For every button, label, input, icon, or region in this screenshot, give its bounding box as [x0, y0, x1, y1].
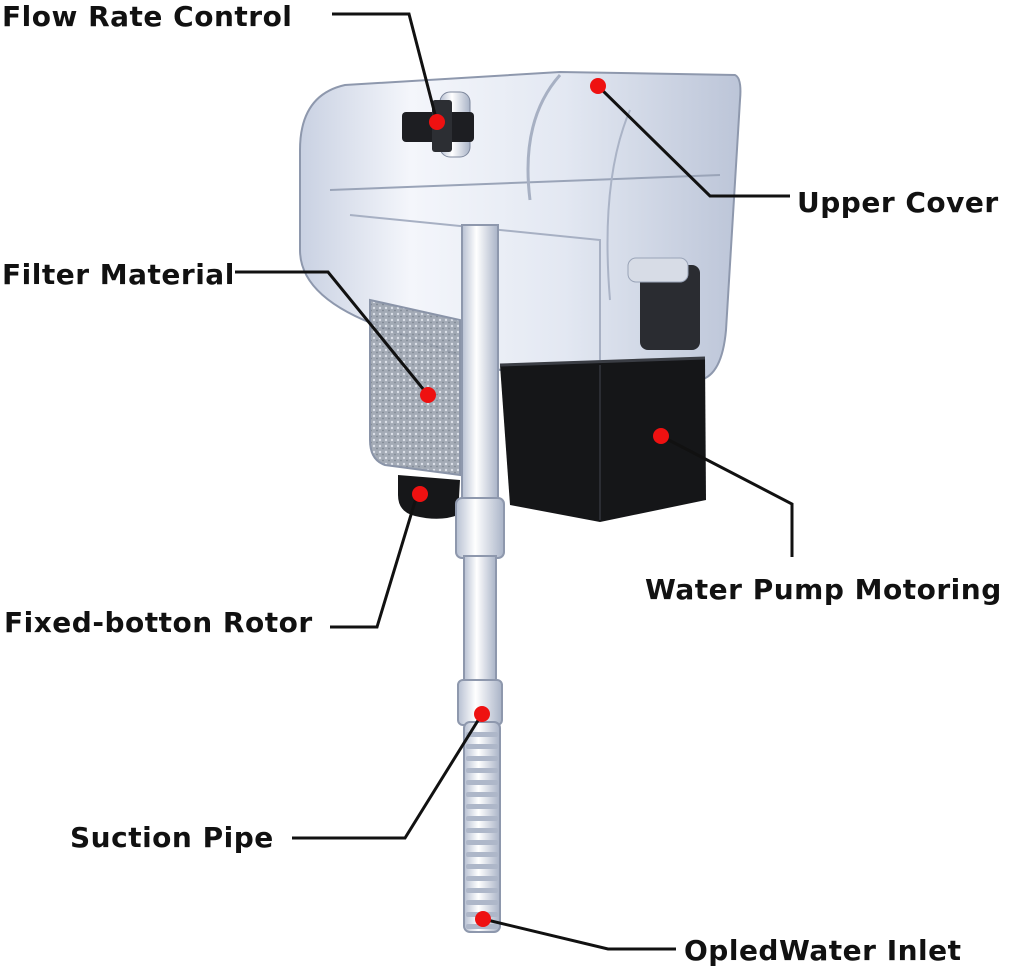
strainer-rib: [466, 828, 498, 833]
strainer-rib: [466, 732, 498, 737]
strainer-rib: [466, 876, 498, 881]
filter-body: [299, 70, 742, 382]
pump-housing: [499, 356, 706, 522]
strainer-rib: [466, 768, 498, 773]
strainer-rib: [466, 744, 498, 749]
marker-flow-rate-control: [429, 114, 445, 130]
label-water-pump-motoring: Water Pump Motoring: [645, 573, 1002, 606]
inlet-strainer: [463, 721, 501, 933]
marker-opled-water-inlet: [475, 911, 491, 927]
marker-water-pump-motoring: [653, 428, 669, 444]
leader-line-upper-cover: [596, 84, 790, 198]
marker-upper-cover: [590, 78, 606, 94]
marker-filter-material: [420, 387, 436, 403]
leader-line-fixed-botton-rotor: [330, 494, 419, 629]
strainer-rib: [466, 792, 498, 797]
strainer-rib: [466, 864, 498, 869]
strainer-rib: [466, 840, 498, 845]
strainer-rib: [466, 852, 498, 857]
strainer-rib: [466, 900, 498, 905]
strainer-rib: [466, 804, 498, 809]
strainer-rib: [466, 756, 498, 761]
label-opled-water-inlet: OpledWater Inlet: [684, 934, 962, 967]
label-filter-material: Filter Material: [2, 258, 235, 291]
label-suction-pipe: Suction Pipe: [70, 821, 274, 854]
suction-pipe-shape: [455, 224, 505, 726]
leader-line-flow-rate-control: [332, 12, 439, 123]
label-upper-cover: Upper Cover: [797, 186, 999, 219]
strainer-rib: [466, 816, 498, 821]
filter-sponge: [369, 298, 461, 477]
label-flow-rate-control: Flow Rate Control: [2, 0, 293, 33]
marker-suction-pipe: [474, 706, 490, 722]
leader-line-water-pump-motoring: [660, 434, 794, 557]
strainer-rib: [466, 780, 498, 785]
leader-line-filter-material: [235, 270, 430, 396]
label-fixed-botton-rotor: Fixed-botton Rotor: [4, 606, 313, 639]
fixed-bottom-rotor: [398, 475, 460, 519]
leader-line-suction-pipe: [292, 713, 484, 840]
strainer-rib: [466, 888, 498, 893]
leader-line-opled-water-inlet: [482, 917, 676, 951]
marker-fixed-botton-rotor: [412, 486, 428, 502]
